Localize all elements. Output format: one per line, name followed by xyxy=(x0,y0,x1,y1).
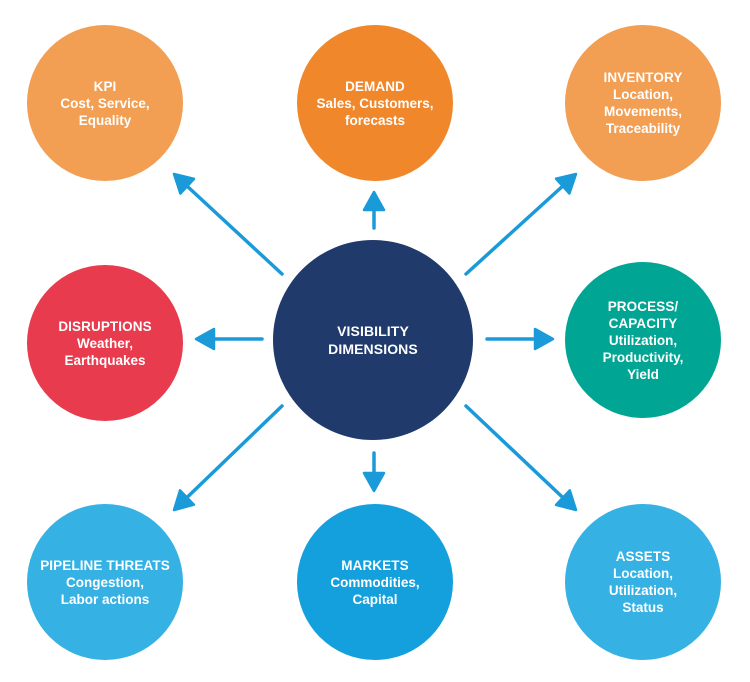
node-detail: Commodities, xyxy=(330,574,420,590)
node-detail: Congestion, xyxy=(66,574,144,590)
arrowhead-icon xyxy=(362,471,386,493)
node-inventory: INVENTORY Location, Movements, Traceabil… xyxy=(565,25,721,181)
node-detail: Productivity, xyxy=(602,349,684,365)
arrow-to-inventory xyxy=(464,172,578,276)
arrow-to-pipeline-threats xyxy=(172,404,284,512)
arrow-to-process-capacity xyxy=(485,327,555,351)
node-detail: Yield xyxy=(627,366,659,382)
node-title: PIPELINE THREATS xyxy=(40,557,170,573)
node-detail: Sales, Customers, xyxy=(316,95,434,111)
node-detail: Capital xyxy=(352,591,398,607)
node-title: DISRUPTIONS xyxy=(58,318,152,334)
node-pipeline-threats: PIPELINE THREATS Congestion, Labor actio… xyxy=(27,504,183,660)
node-detail: Earthquakes xyxy=(64,352,146,368)
node-title: DEMAND xyxy=(345,78,405,94)
arrowhead-icon xyxy=(362,190,386,212)
node-detail: Location, xyxy=(613,566,673,581)
node-detail: Utilization, xyxy=(608,332,678,348)
arrow-shaft xyxy=(183,404,284,501)
arrowhead-icon xyxy=(172,489,196,512)
node-demand: DEMAND Sales, Customers, forecasts xyxy=(297,25,453,181)
node-kpi: KPI Cost, Service, Equality xyxy=(27,25,183,181)
node-detail: Movements, xyxy=(603,104,683,119)
node-detail: Status xyxy=(622,600,664,615)
arrow-shaft xyxy=(183,183,284,276)
node-detail: Equality xyxy=(78,112,132,128)
node-detail: Weather, xyxy=(76,335,134,351)
node-detail: forecasts xyxy=(344,112,406,128)
arrow-to-assets xyxy=(464,404,578,512)
node-disruptions: DISRUPTIONS Weather, Earthquakes xyxy=(27,265,183,421)
node-title: ASSETS xyxy=(615,549,671,564)
arrow-to-kpi xyxy=(172,172,284,276)
center-title: VISIBILITY xyxy=(337,323,409,339)
arrow-shaft xyxy=(464,183,566,276)
arrow-to-markets xyxy=(362,451,386,493)
arrow-shaft xyxy=(464,404,567,501)
arrowhead-icon xyxy=(554,172,578,195)
node-title: KPI xyxy=(93,78,117,94)
node-detail: Utilization, xyxy=(608,583,678,598)
arrow-to-demand xyxy=(362,190,386,230)
node-detail: Cost, Service, xyxy=(60,95,150,111)
arrow-to-disruptions xyxy=(194,327,264,351)
arrowhead-icon xyxy=(533,327,555,351)
node-title: MARKETS xyxy=(341,557,409,573)
node-assets: ASSETS Location, Utilization, Status xyxy=(565,504,721,660)
node-process-capacity: PROCESS/ CAPACITY Utilization, Productiv… xyxy=(565,262,721,418)
arrowhead-icon xyxy=(172,172,196,195)
node-title: PROCESS/ CAPACITY xyxy=(607,298,679,331)
node-title: INVENTORY xyxy=(603,70,683,85)
node-markets: MARKETS Commodities, Capital xyxy=(297,504,453,660)
arrowhead-icon xyxy=(194,327,216,351)
arrowhead-icon xyxy=(554,489,578,512)
node-detail: Location, xyxy=(613,87,673,102)
center-node-visibility-dimensions: VISIBILITY DIMENSIONS xyxy=(273,240,473,440)
node-detail: Traceability xyxy=(605,121,681,136)
center-subtitle: DIMENSIONS xyxy=(328,341,418,357)
node-detail: Labor actions xyxy=(60,591,150,607)
